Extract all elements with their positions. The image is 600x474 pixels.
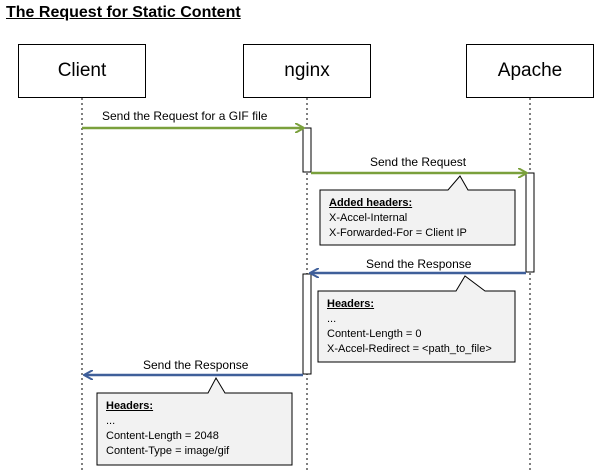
note-line: Content-Type = image/gif xyxy=(106,445,230,457)
note-line: X-Forwarded-For = Client IP xyxy=(329,227,467,239)
message-label-response-client: Send the Response xyxy=(143,358,249,372)
note-line: X-Accel-Internal xyxy=(329,212,408,224)
note-client-headers: Headers: ... Content-Length = 2048 Conte… xyxy=(97,393,292,465)
note-line: ... xyxy=(327,313,337,325)
activation-apache xyxy=(525,172,535,273)
note-header: Added headers: xyxy=(329,197,413,209)
note-line: ... xyxy=(106,415,116,427)
note-header: Headers: xyxy=(327,298,375,310)
page-title: The Request for Static Content xyxy=(6,4,241,21)
note-line: Content-Length = 2048 xyxy=(106,430,219,442)
activation-nginx-1 xyxy=(302,127,312,173)
note-header: Headers: xyxy=(106,400,154,412)
note-line: Content-Length = 0 xyxy=(327,328,422,340)
note-line: X-Accel-Redirect = <path_to_file> xyxy=(327,343,492,355)
note-nginx-headers: Headers: ... Content-Length = 0 X-Accel-… xyxy=(318,291,515,362)
note-added-headers: Added headers: X-Accel-Internal X-Forwar… xyxy=(320,190,515,245)
actor-client: Client xyxy=(18,44,146,98)
note-shape-added-headers xyxy=(319,175,516,246)
message-label-request-gif: Send the Request for a GIF file xyxy=(102,109,268,123)
actor-apache: Apache xyxy=(466,44,594,98)
actor-nginx: nginx xyxy=(243,44,371,98)
message-label-response-nginx: Send the Response xyxy=(366,257,472,271)
activation-nginx-2 xyxy=(302,273,312,375)
note-shape-client-headers xyxy=(96,376,293,466)
note-shape-nginx-headers xyxy=(317,275,516,363)
message-label-request: Send the Request xyxy=(370,155,467,169)
